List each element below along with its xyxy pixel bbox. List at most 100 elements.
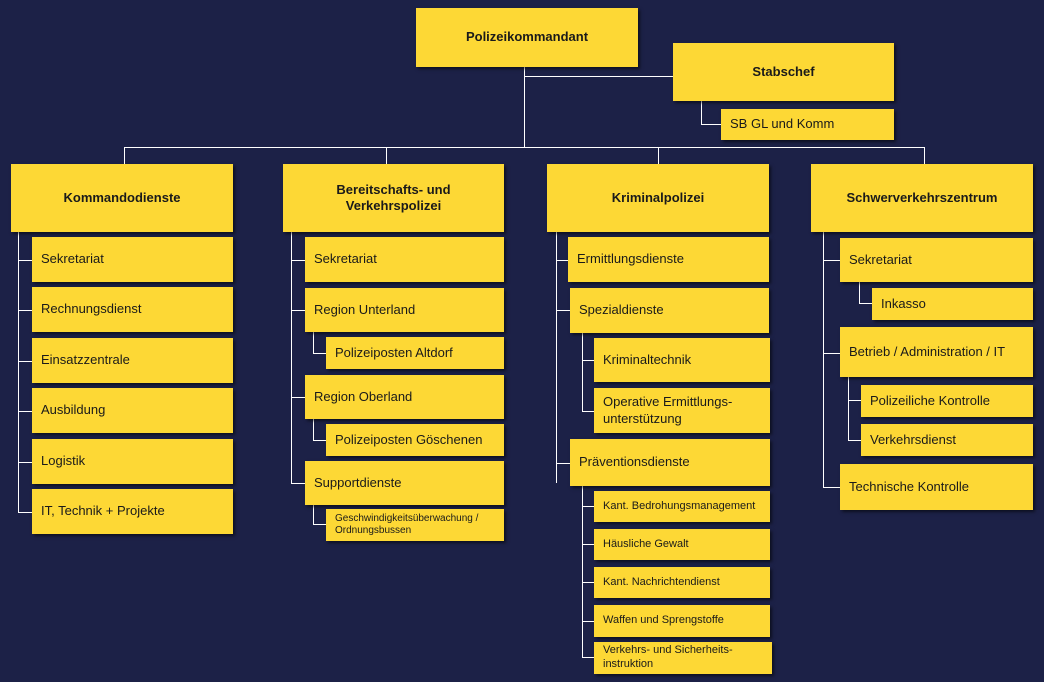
connector [18,260,32,261]
unit-box: Supportdienste [305,461,504,505]
sub-unit-box: Kant. Bedrohungsmanagement [594,491,770,522]
box-label: Betrieb / Administration / IT [849,343,1006,359]
unit-box: Ermittlungsdienste [568,237,769,282]
connector [556,463,570,464]
connector [524,76,674,77]
connector [18,512,32,513]
box-label: Kant. Nachrichtendienst [603,575,720,588]
connector [313,524,326,525]
box-label: Spezialdienste [579,302,664,318]
box-label: Einsatzzentrale [41,352,130,368]
connector [556,232,557,483]
unit-box: Betrieb / Administration / IT [840,327,1033,377]
unit-box: Region Oberland [305,375,504,419]
connector [556,310,570,311]
unit-box: Logistik [32,439,233,484]
connector [582,657,594,658]
connector [701,124,721,125]
connector [582,621,594,622]
connector [582,486,583,658]
box-label: Geschwindigkeitsüberwachung / Ordnungsbu… [335,513,479,536]
connector [582,360,594,361]
box-label: Kriminalpolizei [611,189,705,205]
unit-box: Präventionsdienste [570,439,770,486]
sub-unit-box: Polizeiposten Altdorf [326,337,504,369]
connector [823,232,824,488]
box-stabschef: Stabschef [673,43,894,101]
sub-unit-box: Operative Ermittlungs- unterstützung [594,388,770,433]
department-kommandodienste: Kommandodienste [11,164,233,232]
connector [823,487,840,488]
sub-unit-box: Polizeiposten Göschenen [326,424,504,456]
box-label: Kriminaltechnik [603,351,692,367]
connector [124,147,925,148]
box-label: Region Unterland [314,301,416,317]
box-label: Technische Kontrolle [849,478,969,494]
box-label: Region Oberland [314,388,413,404]
unit-box: Sekretariat [840,238,1033,282]
connector [556,260,568,261]
box-label: SB GL und Komm [730,116,835,132]
connector [582,411,594,412]
box-label: Häusliche Gewalt [603,537,689,550]
connector [291,310,305,311]
connector [386,147,387,164]
box-label: IT, Technik + Projekte [41,503,165,519]
connector [18,232,19,512]
box-label: Präventionsdienste [579,454,690,470]
sub-unit-box: Polizeiliche Kontrolle [861,385,1033,417]
box-label: Supportdienste [314,474,402,490]
sub-unit-box: Waffen und Sprengstoffe [594,605,770,637]
box-label: Ausbildung [41,402,106,418]
connector [18,462,32,463]
connector [124,147,125,164]
connector [18,310,32,311]
unit-box: Spezialdienste [570,288,769,333]
box-label: Waffen und Sprengstoffe [603,614,724,627]
box-label: Operative Ermittlungs- unterstützung [603,394,733,426]
connector [823,353,840,354]
sub-unit-box: Verkehrs- und Sicherheits- instruktion [594,642,772,674]
connector [524,67,525,147]
connector [291,232,292,483]
sub-unit-box: Verkehrsdienst [861,424,1033,456]
connector [859,303,872,304]
unit-box: Sekretariat [32,237,233,282]
connector [848,377,849,441]
box-label: Sekretariat [314,251,377,267]
sub-unit-box: Inkasso [872,288,1033,320]
connector [582,582,594,583]
connector [658,147,659,164]
sub-unit-box: Häusliche Gewalt [594,529,770,560]
connector [848,400,861,401]
connector [18,361,32,362]
unit-box: Sekretariat [305,237,504,282]
connector [582,506,594,507]
connector [582,544,594,545]
unit-box: Technische Kontrolle [840,464,1033,510]
connector [291,397,305,398]
connector [701,101,702,125]
connector [291,483,305,484]
connector [313,419,314,441]
box-label: Kant. Bedrohungsmanagement [603,499,756,512]
box-label: Bereitschafts- und Verkehrspolizei [336,181,451,213]
connector [313,505,314,525]
box-label: Ermittlungsdienste [577,251,684,267]
box-sb-gl-und-komm: SB GL und Komm [721,109,894,140]
unit-box: Rechnungsdienst [32,287,233,332]
box-label: Schwerverkehrszentrum [846,189,998,205]
connector [859,282,860,304]
box-label: Stabschef [752,63,815,79]
box-label: Verkehrsdienst [870,431,956,447]
box-label: Logistik [41,453,86,469]
box-polizeikommandant: Polizeikommandant [416,8,638,67]
unit-box: Region Unterland [305,288,504,332]
connector [848,440,861,441]
unit-box: IT, Technik + Projekte [32,489,233,534]
box-label: Sekretariat [849,251,912,267]
sub-unit-box: Kriminaltechnik [594,338,770,382]
box-label: Rechnungsdienst [41,301,142,317]
box-label: Kommandodienste [63,189,181,205]
